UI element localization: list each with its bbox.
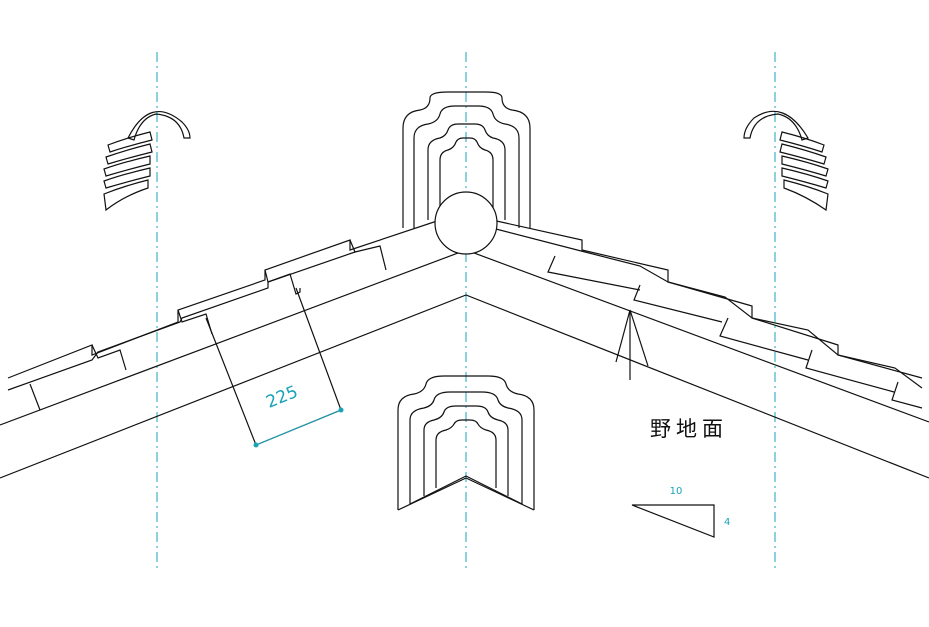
dimension-line xyxy=(255,409,342,446)
left-noshi-1 xyxy=(107,131,153,153)
sheathing-marker xyxy=(615,309,649,380)
left-noshi-arc xyxy=(127,111,191,141)
marker-line-c xyxy=(629,309,649,367)
right-noshi-stack xyxy=(743,110,829,212)
ridge-round-tile xyxy=(434,191,498,255)
left-noshi-2 xyxy=(105,143,153,165)
dimension-extension-lines xyxy=(205,287,342,446)
right-tile-6 xyxy=(805,349,895,393)
left-noshi-stack xyxy=(103,111,191,212)
right-noshi-2 xyxy=(779,143,827,165)
right-tile-course-outline xyxy=(491,219,923,379)
dimension-tick-start xyxy=(253,442,259,448)
right-noshi-4 xyxy=(781,167,829,189)
left-tile-course-outline xyxy=(7,219,441,379)
right-noshi-5 xyxy=(783,179,829,212)
deck-inner-line xyxy=(0,294,929,479)
roof-deck xyxy=(0,249,929,479)
left-noshi-4 xyxy=(103,167,151,189)
ridge-cap-inner xyxy=(427,123,506,220)
dimension-value: 225 xyxy=(263,382,301,413)
left-roof-tiles xyxy=(7,219,441,411)
dimension-tick-end xyxy=(338,407,344,413)
ridge-tile-end-view xyxy=(397,375,535,511)
pitch-rise-label: 4 xyxy=(724,517,730,528)
pitch-indicator: 10 4 xyxy=(631,486,730,538)
right-noshi-1 xyxy=(779,131,825,153)
ridge-cap-outer xyxy=(402,91,531,228)
right-noshi-arc xyxy=(743,110,809,141)
right-tile-4 xyxy=(633,284,723,323)
left-tile-6 xyxy=(264,269,301,295)
ridge-cap-core xyxy=(439,137,494,210)
left-noshi-3 xyxy=(103,155,151,177)
left-tile-4 xyxy=(91,344,127,371)
end-view-outer xyxy=(397,375,535,510)
end-view-mid xyxy=(409,391,523,504)
ridge-cap-mid xyxy=(413,105,520,228)
marker-line-b xyxy=(615,309,631,363)
left-tile-3 xyxy=(29,383,41,411)
left-noshi-5 xyxy=(103,179,149,212)
left-tile-7 xyxy=(349,239,387,271)
pitch-run-label: 10 xyxy=(670,486,683,497)
right-tile-3 xyxy=(547,255,641,291)
right-noshi-3 xyxy=(781,155,829,177)
right-tile-5 xyxy=(719,317,809,361)
right-tile-7 xyxy=(891,381,923,409)
dimension-group: 225 xyxy=(205,287,344,448)
end-view-chevron-inner xyxy=(409,475,523,505)
ridge-cap-tile xyxy=(402,91,531,255)
end-view-inner xyxy=(423,405,509,496)
surface-label: 野地面 xyxy=(650,417,728,441)
end-view-core xyxy=(435,419,497,488)
right-roof-tiles xyxy=(491,219,923,409)
pitch-triangle xyxy=(631,504,715,538)
right-tile-course-inner xyxy=(491,227,923,389)
